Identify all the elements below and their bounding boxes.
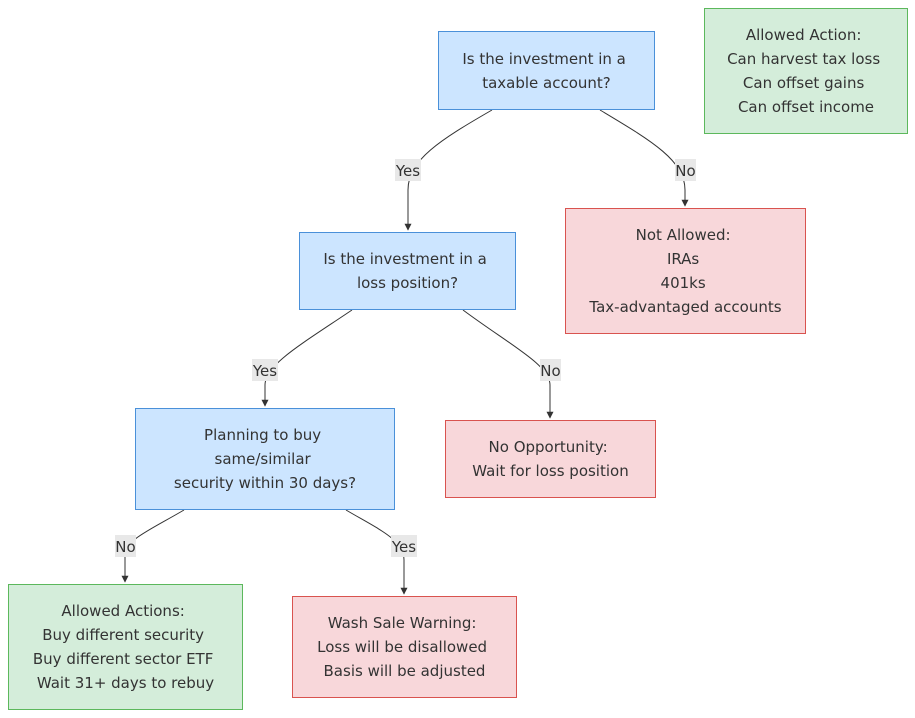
nodes: Allowed Action: Can harvest tax loss Can… [8,8,908,710]
node-wash-sale-warning: Wash Sale Warning: Loss will be disallow… [292,596,517,698]
node-question-rebuy-text: Planning to buy same/similar security wi… [174,426,356,492]
edge-loss-to-rebuy [261,309,353,407]
node-allowed-actions-text: Allowed Actions: Buy different security … [33,602,218,692]
node-wash-sale-box [292,596,517,698]
node-wash-sale-text: Wash Sale Warning: Loss will be disallow… [317,614,492,680]
edge-labels: Yes No Yes No No Yes [115,159,696,557]
node-not-allowed: Not Allowed: IRAs 401ks Tax-advantaged a… [565,208,806,334]
node-no-opportunity: No Opportunity: Wait for loss position [445,420,656,498]
edge-label-rebuy-yes-text: Yes [391,538,416,556]
node-question-taxable-text: Is the investment in a taxable account? [462,50,630,92]
node-question-taxable-box [438,31,655,110]
edge-rebuy-to-wash-sale [345,509,408,595]
node-legend-allowed-action: Allowed Action: Can harvest tax loss Can… [704,8,908,134]
edge-label-rebuy-yes: Yes [391,535,417,557]
edge-label-loss-no-text: No [540,362,560,380]
edge-loss-to-no-opportunity [462,309,554,419]
node-not-allowed-box [565,208,806,334]
edge-label-rebuy-no-text: No [115,538,135,556]
node-question-loss-position: Is the investment in a loss position? [299,232,516,310]
edge-label-rebuy-no: No [115,535,136,557]
edge-taxable-to-not-allowed [599,109,689,207]
node-question-loss-box [299,232,516,310]
edge-label-loss-no: No [540,359,561,381]
node-question-rebuy-box [135,408,395,510]
node-question-loss-text: Is the investment in a loss position? [323,250,491,292]
node-question-taxable-account: Is the investment in a taxable account? [438,31,655,110]
node-legend-text: Allowed Action: Can harvest tax loss Can… [727,26,885,116]
edge-label-loss-yes-text: Yes [252,362,277,380]
node-question-rebuy-within-30-days: Planning to buy same/similar security wi… [135,408,395,510]
edge-label-taxable-no: No [675,159,696,181]
node-not-allowed-text: Not Allowed: IRAs 401ks Tax-advantaged a… [588,226,781,316]
node-no-opportunity-box [445,420,656,498]
node-no-opportunity-text: No Opportunity: Wait for loss position [472,438,628,480]
edges [121,109,689,595]
node-allowed-actions: Allowed Actions: Buy different security … [8,584,243,710]
edge-label-taxable-no-text: No [675,162,695,180]
edge-taxable-to-loss [404,109,493,231]
edge-label-taxable-yes: Yes [395,159,421,181]
edge-label-taxable-yes-text: Yes [395,162,420,180]
edge-label-loss-yes: Yes [252,359,278,381]
node-allowed-actions-box [8,584,243,710]
node-legend-box [704,8,908,134]
